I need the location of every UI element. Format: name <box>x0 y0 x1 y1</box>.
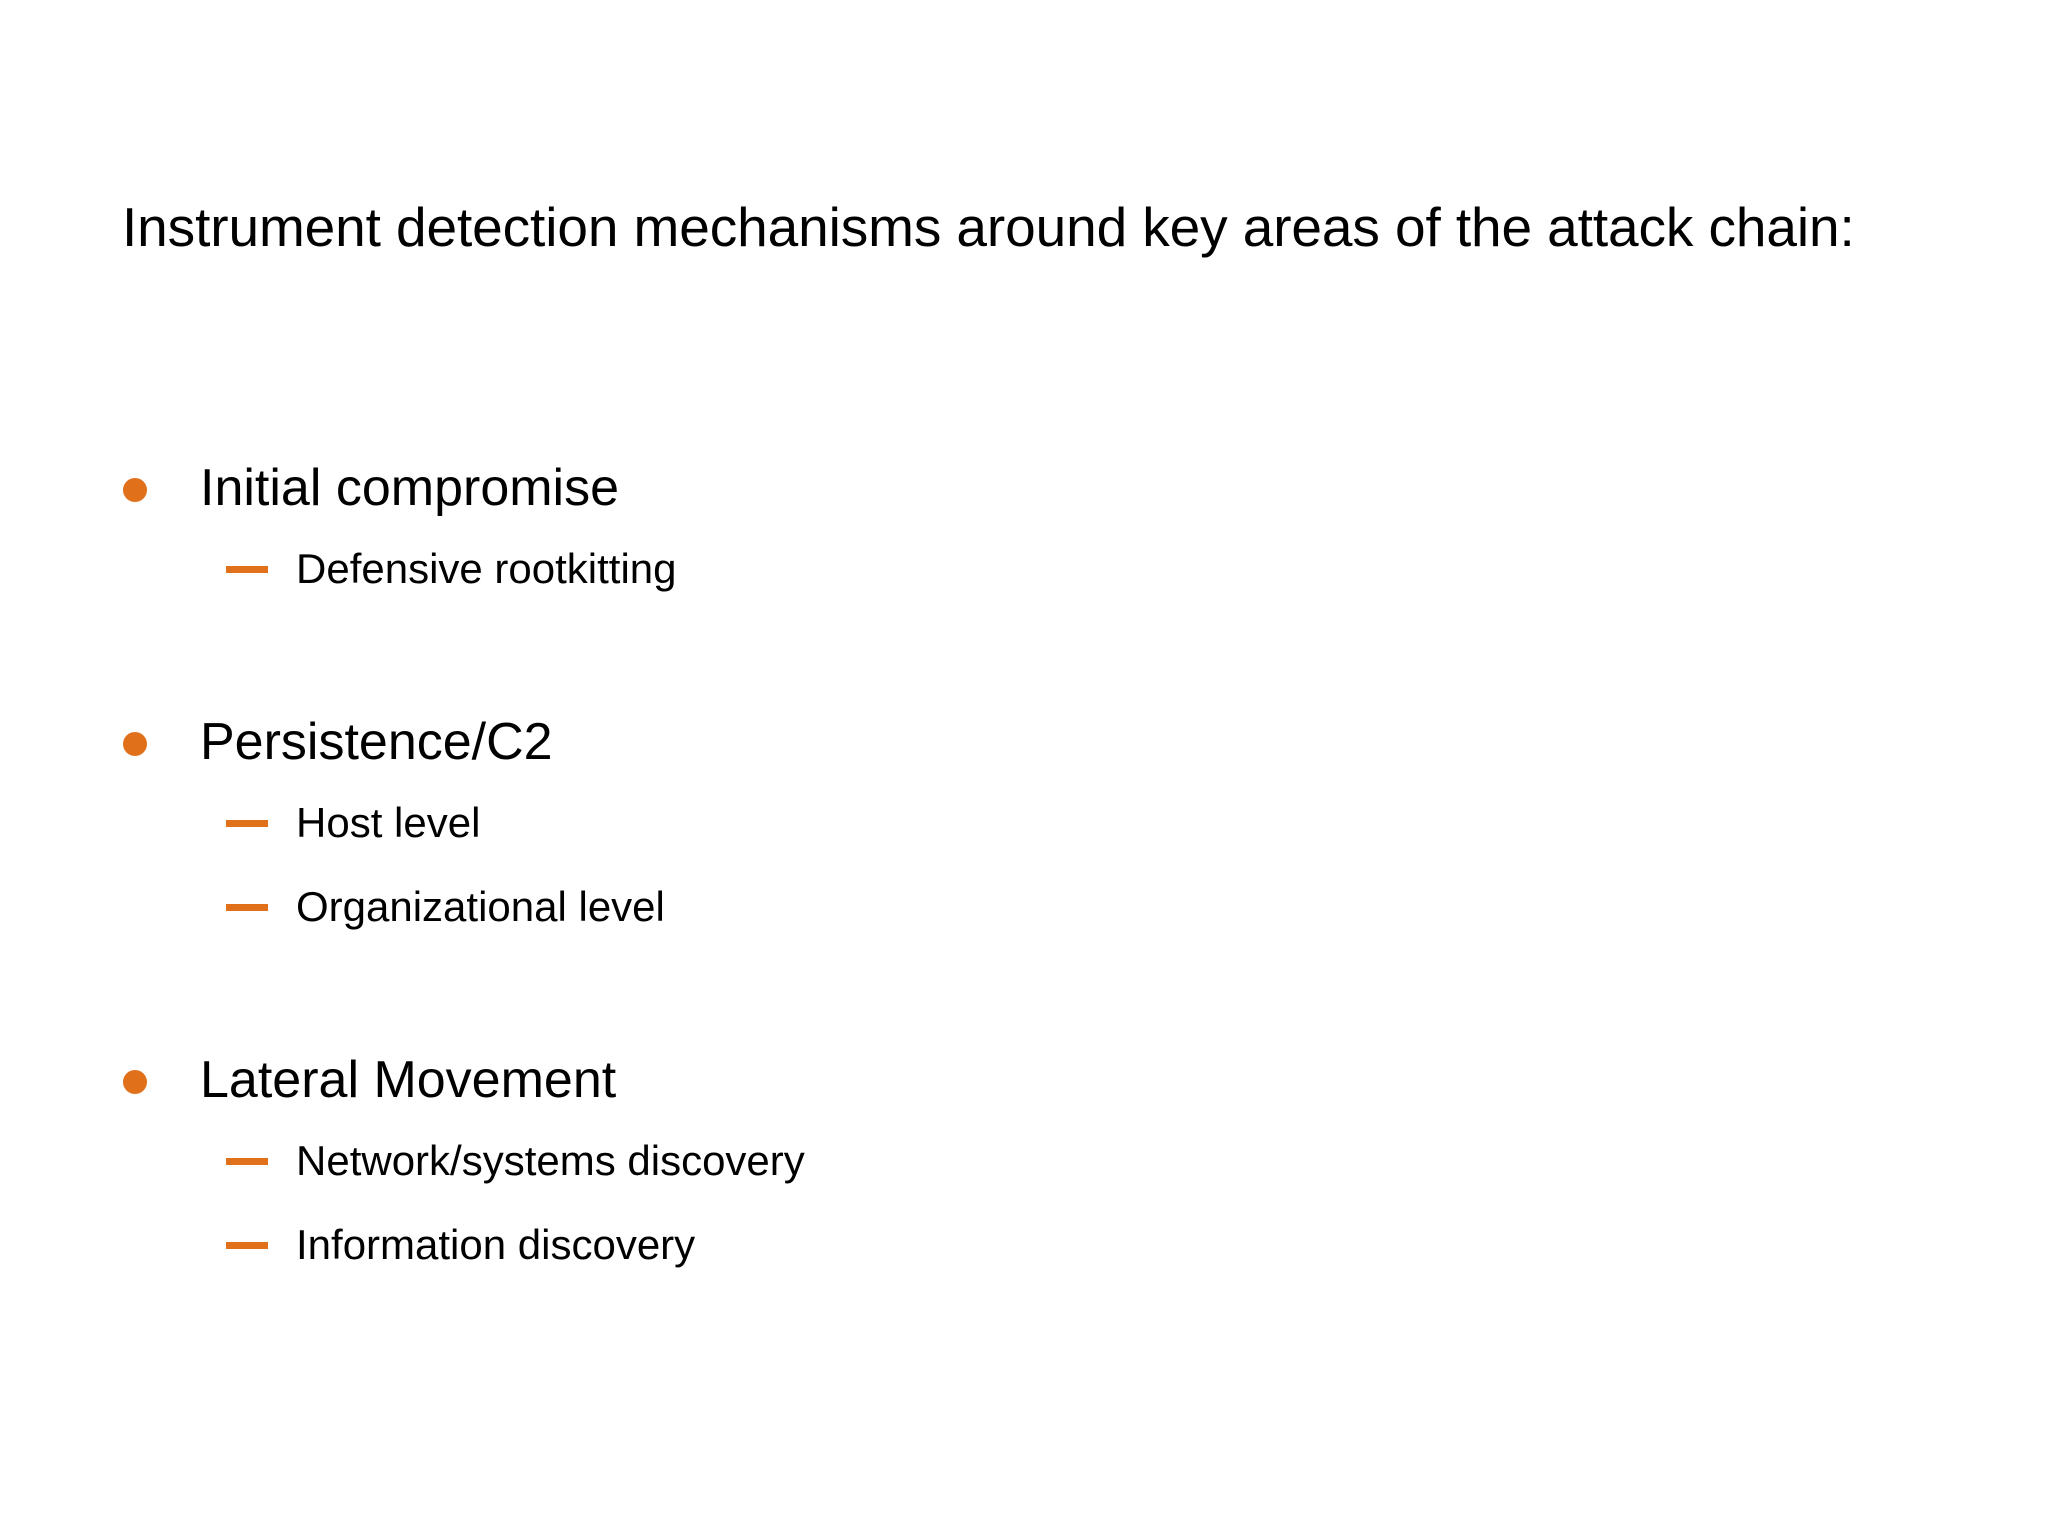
sub-bullet-list: Host level Organizational level <box>0 792 2048 938</box>
sub-bullet-item-label: Host level <box>296 799 481 846</box>
bullet-item-label: Initial compromise <box>200 459 620 517</box>
sub-bullet-item-organizational-level: Organizational level <box>0 876 2048 938</box>
bullet-item-persistence-c2: Persistence/C2 <box>0 706 2048 778</box>
bullet-item-label: Lateral Movement <box>200 1051 617 1109</box>
en-dash-bullet-icon <box>226 1242 268 1249</box>
sub-bullet-item-host-level: Host level <box>0 792 2048 854</box>
en-dash-bullet-icon <box>226 1158 268 1165</box>
sub-bullet-list: Defensive rootkitting <box>0 538 2048 600</box>
bullet-group: Lateral Movement Network/systems discove… <box>0 1044 2048 1276</box>
filled-circle-bullet-icon <box>123 1070 147 1094</box>
bullet-item-lateral-movement: Lateral Movement <box>0 1044 2048 1116</box>
sub-bullet-item-network-systems-discovery: Network/systems discovery <box>0 1130 2048 1192</box>
sub-bullet-item-label: Information discovery <box>296 1221 696 1268</box>
sub-bullet-item-label: Network/systems discovery <box>296 1137 805 1184</box>
bullet-item-label: Persistence/C2 <box>200 713 553 771</box>
sub-bullet-item-label: Defensive rootkitting <box>296 545 677 592</box>
sub-bullet-item-defensive-rootkitting: Defensive rootkitting <box>0 538 2048 600</box>
sub-bullet-list: Network/systems discovery Information di… <box>0 1130 2048 1276</box>
bullet-group: Initial compromise Defensive rootkitting <box>0 452 2048 600</box>
en-dash-bullet-icon <box>226 820 268 827</box>
bullet-item-initial-compromise: Initial compromise <box>0 452 2048 524</box>
filled-circle-bullet-icon <box>123 732 147 756</box>
sub-bullet-item-label: Organizational level <box>296 883 665 930</box>
en-dash-bullet-icon <box>226 566 268 573</box>
bullet-group: Persistence/C2 Host level Organizational… <box>0 706 2048 938</box>
filled-circle-bullet-icon <box>123 478 147 502</box>
slide-title: Instrument detection mechanisms around k… <box>122 196 1855 258</box>
sub-bullet-item-information-discovery: Information discovery <box>0 1214 2048 1276</box>
en-dash-bullet-icon <box>226 904 268 911</box>
slide-body-content: Initial compromise Defensive rootkitting… <box>0 452 2048 1276</box>
